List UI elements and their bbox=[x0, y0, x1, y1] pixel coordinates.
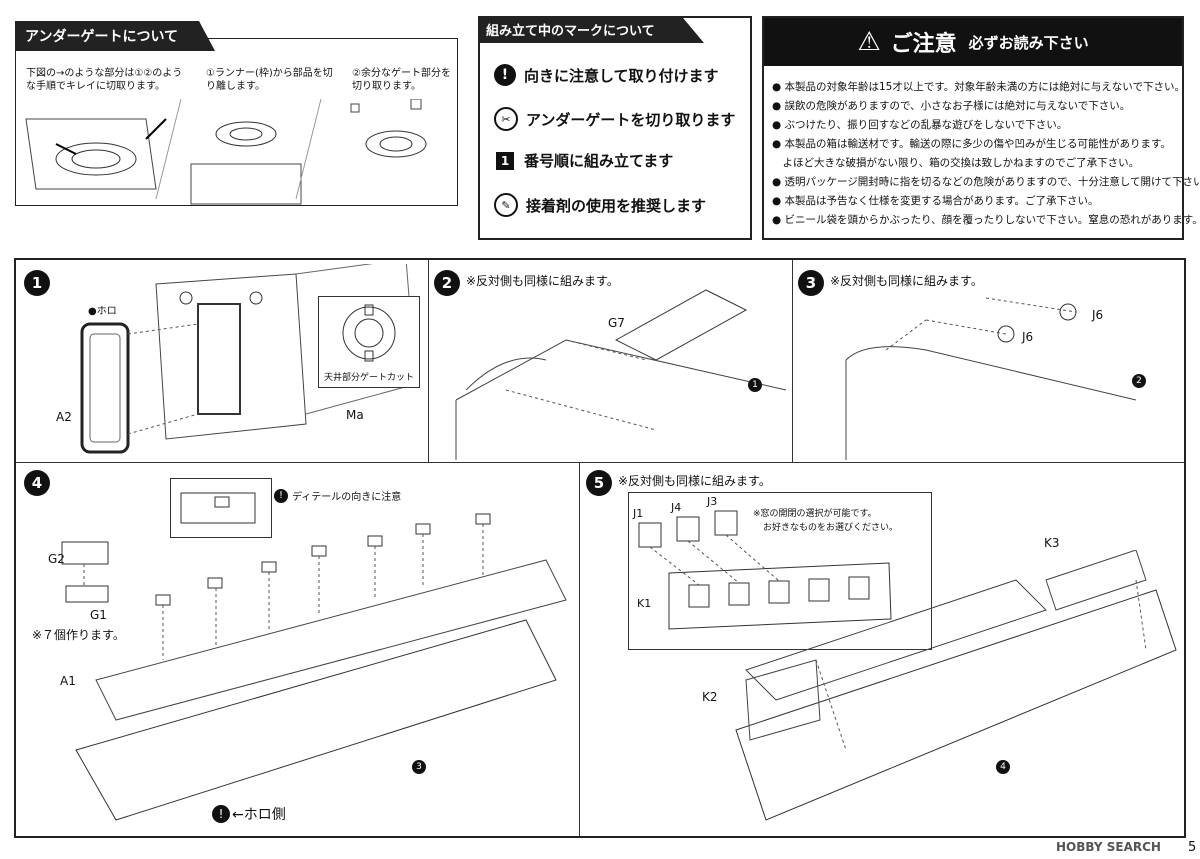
step-3-note: ※反対側も同様に組みます。 bbox=[830, 274, 983, 288]
mark-text-order: 番号順に組み立てます bbox=[524, 152, 674, 170]
row-divider bbox=[16, 462, 1184, 463]
caution-title: ご注意 bbox=[890, 32, 957, 57]
caution-line: ● ビニール袋を頭からかぶったり、顔を覆ったりしないで下さい。窒息の恐れがありま… bbox=[772, 214, 1200, 226]
part-j1-label: J1 bbox=[633, 507, 644, 520]
window-note-2: お好きなものをお選びください。 bbox=[763, 523, 899, 533]
part-g1-label: G1 bbox=[90, 608, 107, 622]
part-k3-label: K3 bbox=[1044, 536, 1060, 550]
caution-line: ● 本製品の対象年齢は15才以上です。対象年齢未満の方には絶対に与えないで下さい… bbox=[772, 81, 1185, 93]
caution-box: ⚠ ご注意 必ずお読み下さい ● 本製品の対象年齢は15才以上です。対象年齢未満… bbox=[762, 16, 1200, 240]
mark-text-undergate: アンダーゲートを切り取ります bbox=[526, 110, 736, 129]
col-divider-1 bbox=[428, 260, 429, 462]
caution-line: ● 透明パッケージ開封時に指を切るなどの危険がありますので、十分注意して開けて下… bbox=[772, 176, 1200, 188]
step-4-badge: 4 bbox=[24, 470, 50, 496]
under-gate-step0: 下図の→のような部分は①②のような手順でキレイに切取ります。 bbox=[26, 68, 183, 92]
window-parts-drawing bbox=[638, 510, 892, 630]
ref-bubble-4: 4 bbox=[996, 760, 1010, 774]
marks-box: 組み立て中のマークについて ! 向きに注意して取り付けます ✂ アンダーゲートを… bbox=[478, 16, 752, 240]
col-divider-2 bbox=[792, 260, 793, 462]
step-2-note: ※反対側も同様に組みます。 bbox=[466, 274, 619, 288]
part-j6a-label: J6 bbox=[1092, 308, 1104, 322]
under-gate-step1: ①ランナー(枠)から部品を切り離します。 bbox=[206, 68, 333, 92]
ref-bubble-3: 3 bbox=[412, 760, 426, 774]
horo-side-text: ←ホロ側 bbox=[232, 807, 286, 823]
part-a2-label: A2 bbox=[56, 410, 72, 424]
detail-drawing bbox=[180, 492, 256, 524]
exclamation-icon: ! bbox=[494, 64, 516, 86]
horo-side-note: ! ←ホロ側 bbox=[212, 804, 286, 824]
mark-text-glue: 接着剤の使用を推奨します bbox=[526, 196, 707, 215]
mark-item-undergate: ✂ アンダーゲートを切り取ります bbox=[494, 107, 735, 131]
horo-label: ●ホロ bbox=[88, 306, 117, 317]
part-g2-label: G2 bbox=[48, 552, 65, 566]
caution-lines: ● 本製品の対象年齢は15才以上です。対象年齢未満の方には絶対に与えないで下さい… bbox=[772, 78, 1200, 230]
hobby-search-watermark: HOBBY SEARCH bbox=[1056, 840, 1161, 854]
window-callout: J1 J4 J3 ※窓の開閉の選択が可能です。 お好きなものをお選びください。 … bbox=[628, 492, 932, 650]
part-j3-label: J3 bbox=[707, 495, 718, 508]
assembly-frame: 1 ●ホロ A2 Ma 天井部分ゲートカット 2 ※反対側も同様に組みます。 G… bbox=[14, 258, 1186, 838]
glue-icon: ✎ bbox=[494, 193, 518, 217]
caution-header: ⚠ ご注意 必ずお読み下さい bbox=[764, 18, 1182, 66]
make-seven-note: ※７個作ります。 bbox=[32, 628, 125, 642]
caution-line: ● 誤飲の危険がありますので、小さなお子様には絶対に与えないで下さい。 bbox=[772, 100, 1131, 112]
ref-bubble-2: 2 bbox=[1132, 374, 1146, 388]
gate-detail-drawing bbox=[342, 304, 396, 362]
ref-bubble-1: 1 bbox=[748, 378, 762, 392]
under-gate-illustrations bbox=[25, 99, 427, 205]
step-2-badge: 2 bbox=[434, 270, 460, 296]
part-j4-label: J4 bbox=[671, 501, 682, 514]
nipper-icon: ✂ bbox=[494, 107, 518, 131]
step-3-badge: 3 bbox=[798, 270, 824, 296]
number-square-icon: 1 bbox=[496, 151, 514, 170]
caution-line: ● ぶつけたり、振り回すなどの乱暴な遊びをしないで下さい。 bbox=[772, 119, 1068, 131]
marks-title: 組み立て中のマークについて bbox=[478, 16, 704, 43]
step-5-note: ※反対側も同様に組みます。 bbox=[618, 474, 771, 488]
part-k1-label: K1 bbox=[637, 597, 652, 610]
page-number: 5 bbox=[1188, 840, 1197, 855]
caution-subtitle: 必ずお読み下さい bbox=[968, 33, 1089, 52]
caution-line: ● 本製品の箱は輸送材です。輸送の際に多少の傷や凹みが生じる可能性があります。 bbox=[772, 138, 1171, 150]
caution-line: ● 本製品は予告なく仕様を変更する場合があります。ご了承下さい。 bbox=[772, 195, 1099, 207]
mark-item-order: 1 番号順に組み立てます bbox=[496, 150, 673, 171]
col-divider-3 bbox=[579, 462, 580, 836]
ceiling-gate-label: 天井部分ゲートカット bbox=[323, 373, 414, 383]
part-k2-label: K2 bbox=[702, 690, 718, 704]
detail-callout bbox=[170, 478, 272, 538]
mark-item-direction: ! 向きに注意して取り付けます bbox=[494, 64, 719, 86]
exclamation-icon: ! bbox=[274, 488, 288, 503]
step-1-badge: 1 bbox=[24, 270, 50, 296]
part-g7-label: G7 bbox=[608, 316, 625, 330]
warning-icon: ⚠ bbox=[857, 27, 881, 57]
part-j6b-label: J6 bbox=[1022, 330, 1034, 344]
part-ma-label: Ma bbox=[346, 408, 364, 422]
window-note: ※窓の開閉の選択が可能です。 bbox=[753, 509, 877, 519]
step-5-badge: 5 bbox=[586, 470, 612, 496]
under-gate-box: アンダーゲートについて 下図の→のような部分は①②のような手順でキレイに切取りま… bbox=[15, 21, 458, 206]
mark-item-glue: ✎ 接着剤の使用を推奨します bbox=[494, 193, 706, 217]
under-gate-step2: ②余分なゲート部分を切り取ります。 bbox=[352, 68, 451, 92]
under-gate-title: アンダーゲートについて bbox=[15, 21, 215, 51]
exclamation-icon: ! bbox=[212, 805, 230, 823]
step-4-diagram bbox=[61, 513, 567, 821]
detail-note: ! ディテールの向きに注意 bbox=[274, 488, 401, 503]
detail-note-text: ディテールの向きに注意 bbox=[292, 492, 402, 503]
mark-text-direction: 向きに注意して取り付けます bbox=[524, 66, 719, 85]
step-5-diagram bbox=[735, 550, 1177, 821]
step-2-diagram bbox=[455, 289, 787, 460]
ceiling-gate-callout: 天井部分ゲートカット bbox=[318, 296, 420, 388]
step-3-diagram bbox=[845, 297, 1137, 460]
part-a1-label: A1 bbox=[60, 674, 76, 688]
caution-line: よほど大きな破損がない限り、箱の交換は致しかねますのでご了承下さい。 bbox=[772, 157, 1140, 169]
